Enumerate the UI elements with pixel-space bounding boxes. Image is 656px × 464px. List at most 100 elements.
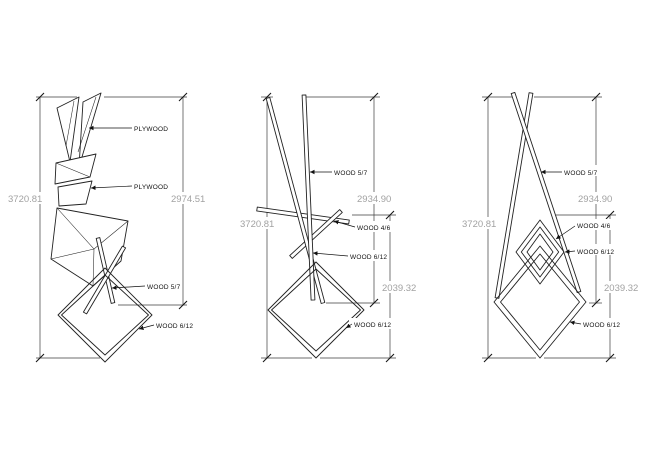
dim-tick xyxy=(262,353,272,363)
label-wood-6-12-mid: WOOD 6/12 xyxy=(350,254,387,261)
dim-tick xyxy=(385,353,395,363)
dim-tick xyxy=(591,298,601,308)
label-wood-5-7: WOOD 5/7 xyxy=(334,170,368,177)
dim-text-mask xyxy=(4,192,51,204)
leader-line xyxy=(345,323,353,329)
dim-tick xyxy=(35,92,45,102)
dimension-right-upper: 2934.90 xyxy=(534,92,624,308)
wood-stick-right-leaning xyxy=(510,91,582,294)
dim-text-mask xyxy=(353,192,403,204)
label-wood-6-12-bottom: WOOD 6/12 xyxy=(583,322,620,329)
figure-right-elevation: 3720.81 2934.90 2039.32 xyxy=(458,91,650,363)
callouts-right-figure: WOOD 5/7 WOOD 4/6 WOOD 6/12 WOOD 6/12 xyxy=(541,165,624,329)
dim-value-total-height: 3720.81 xyxy=(462,219,496,230)
label-mask xyxy=(559,165,599,176)
label-wood-6-12-bottom: WOOD 6/12 xyxy=(354,322,391,329)
dim-tick xyxy=(605,210,615,220)
dim-text-mask xyxy=(167,192,215,204)
callouts-middle-figure: WOOD 5/7 WOOD 4/6 WOOD 6/12 WOOD 6/12 xyxy=(310,169,395,329)
dimension-right-lower: 2039.32 xyxy=(544,210,650,363)
dim-text-mask xyxy=(378,281,428,293)
leader-line xyxy=(333,220,356,228)
figure-middle-elevation: 3720.81 2934.90 2039.32 xyxy=(236,92,428,363)
dim-value-partial-upper: 2934.90 xyxy=(357,194,391,205)
wood-stick-long xyxy=(265,97,326,304)
fold-line xyxy=(65,100,75,147)
wood-diamond-frame-inner xyxy=(500,253,580,351)
callouts-left-figure: PLYWOOD PLYWOOD WOOD 5/7 WOOD 6/12 xyxy=(89,125,193,331)
dim-value-partial-lower: 2039.32 xyxy=(382,283,416,294)
label-plywood-mid: PLYWOOD xyxy=(134,184,168,191)
dim-value-partial-lower: 2039.32 xyxy=(604,283,638,294)
sculpture-x-frame xyxy=(493,91,587,359)
plywood-spike xyxy=(56,96,80,163)
label-mask xyxy=(572,219,614,230)
leader-line xyxy=(138,324,155,331)
dim-tick xyxy=(262,92,272,102)
fold-line xyxy=(55,162,91,178)
sculpture-faceted-form xyxy=(50,92,153,363)
plywood-band xyxy=(57,180,93,207)
label-plywood-top: PLYWOOD xyxy=(134,126,168,133)
label-wood-5-7: WOOD 5/7 xyxy=(564,170,598,177)
wood-small-diamond-inner xyxy=(526,233,554,271)
label-wood-6-12: WOOD 6/12 xyxy=(156,323,193,330)
leader-line xyxy=(111,285,146,290)
wood-stick-horizontal xyxy=(256,206,350,225)
label-mask xyxy=(352,221,394,232)
wood-diamond-frame-outer xyxy=(493,245,587,359)
dim-text-mask xyxy=(600,281,650,293)
sculpture-crossed-sticks xyxy=(256,94,365,359)
dim-tick xyxy=(178,300,188,310)
leader-line xyxy=(312,251,349,257)
dim-tick xyxy=(591,92,601,102)
dim-tick xyxy=(369,298,379,308)
dimension-left-total: 3720.81 xyxy=(236,92,312,363)
label-wood-5-7: WOOD 5/7 xyxy=(147,284,181,291)
label-mask xyxy=(349,318,395,329)
dim-tick xyxy=(483,92,493,102)
label-wood-6-12-mid: WOOD 6/12 xyxy=(577,249,614,256)
wood-stick-left-leaning xyxy=(494,92,534,299)
leader-line xyxy=(90,185,133,191)
plywood-band xyxy=(54,153,97,185)
dimension-left-total: 3720.81 xyxy=(458,92,536,363)
figure-left-elevation: 3720.81 2974.51 xyxy=(4,92,215,363)
dim-tick xyxy=(35,353,45,363)
wood-stick-vertical xyxy=(301,94,316,301)
label-wood-4-6: WOOD 4/6 xyxy=(577,223,611,230)
wood-diamond-frame-outer xyxy=(267,261,365,359)
leader-line xyxy=(564,249,576,254)
dimension-right-upper: 2934.90 xyxy=(306,92,403,308)
label-mask xyxy=(345,250,389,261)
dim-tick xyxy=(605,353,615,363)
wood-small-diamond-mid xyxy=(520,226,560,278)
wood-strut xyxy=(95,237,116,304)
wood-small-diamond-outer xyxy=(515,219,565,285)
dim-tick xyxy=(483,353,493,363)
dim-text-mask xyxy=(574,192,624,204)
dim-value-partial-height: 2974.51 xyxy=(171,194,205,205)
dim-value-total-height: 3720.81 xyxy=(8,194,42,205)
wood-diamond-frame-inner xyxy=(271,268,361,352)
dim-tick xyxy=(385,210,395,220)
wood-diamond-frame-outer xyxy=(57,267,153,363)
dim-tick xyxy=(178,92,188,102)
label-mask xyxy=(578,318,624,329)
dimension-right-lower: 2039.32 xyxy=(320,210,428,363)
leader-line xyxy=(555,225,576,240)
dimension-right-partial: 2974.51 xyxy=(104,92,215,310)
dim-value-partial-upper: 2934.90 xyxy=(578,194,612,205)
dimension-left-total: 3720.81 xyxy=(4,92,100,363)
fold-line xyxy=(77,96,97,153)
dim-tick xyxy=(369,92,379,102)
plywood-body xyxy=(50,207,129,287)
dim-text-mask xyxy=(236,217,283,229)
label-mask xyxy=(572,244,616,255)
wood-strut xyxy=(82,245,127,315)
dim-value-total-height: 3720.81 xyxy=(240,219,274,230)
wood-diamond-frame-inner xyxy=(61,274,149,356)
label-wood-4-6: WOOD 4/6 xyxy=(357,225,391,232)
leader-line xyxy=(569,320,582,326)
